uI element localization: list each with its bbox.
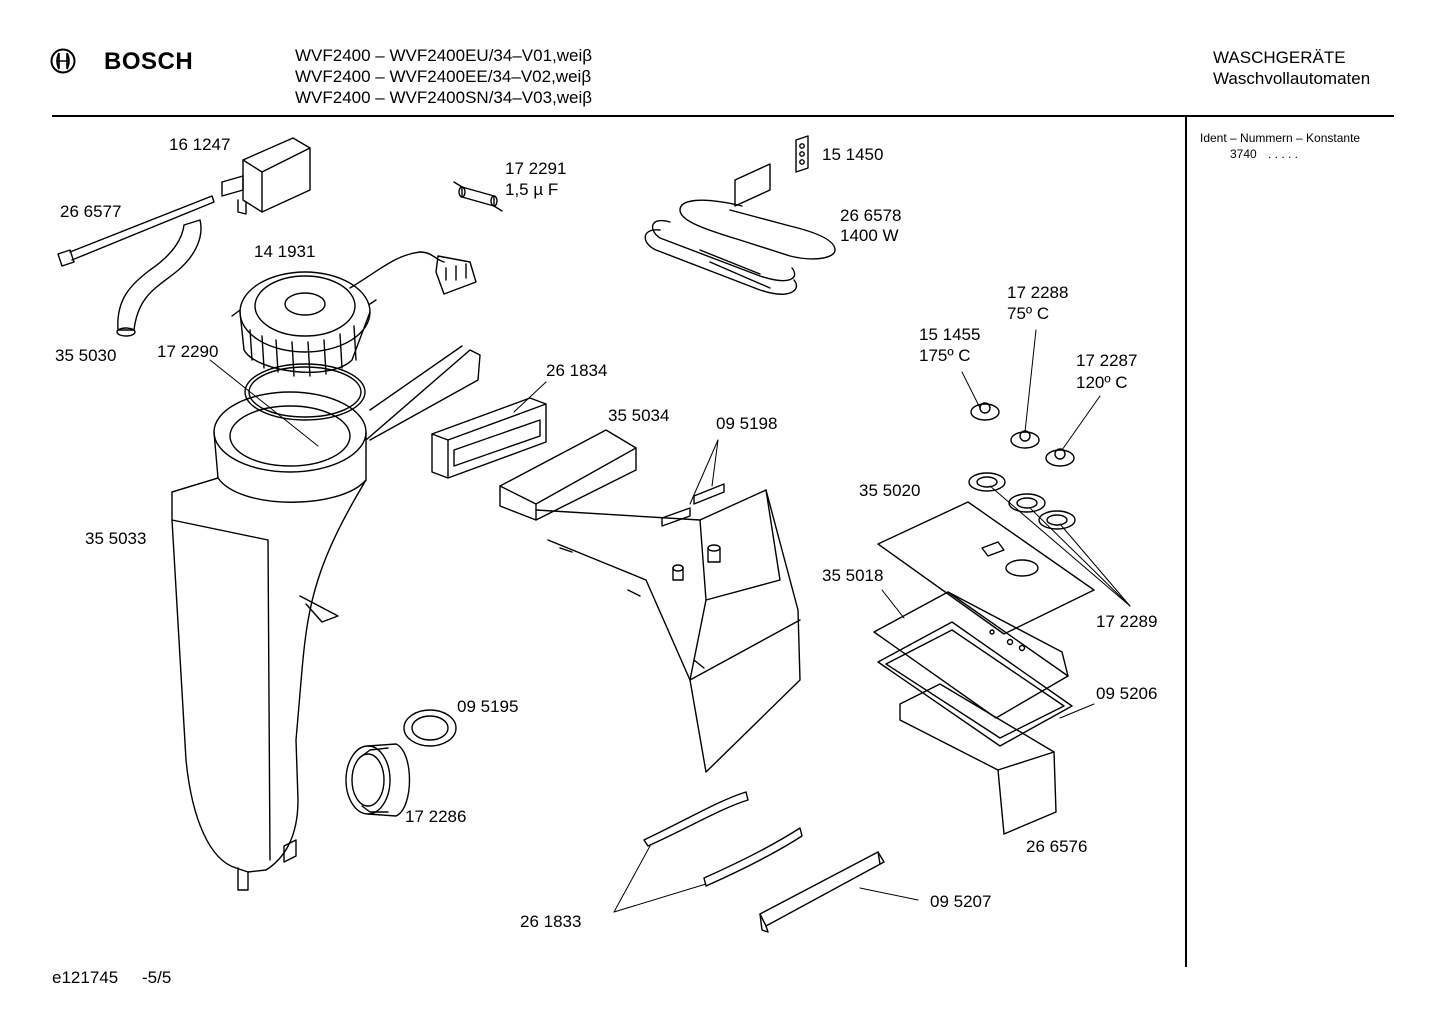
part-095198-clips bbox=[662, 484, 724, 526]
part-label-261833: 26 1833 bbox=[520, 912, 582, 931]
category-title: WASCHGERÄTE bbox=[1213, 48, 1346, 67]
part-355018-tray bbox=[874, 592, 1072, 746]
part-label-172287: 17 2287 bbox=[1076, 351, 1138, 370]
header-rule bbox=[52, 115, 1394, 117]
part-label-266576: 26 6576 bbox=[1026, 837, 1088, 856]
part-label-266578: 26 6578 bbox=[840, 206, 902, 225]
part-095195-seal bbox=[404, 710, 456, 746]
part-label-095195: 09 5195 bbox=[457, 697, 519, 716]
part-172289-gaskets bbox=[969, 473, 1075, 529]
exploded-parts-drawing bbox=[0, 0, 1185, 960]
part-266576-cover bbox=[900, 684, 1056, 834]
part-label-172289: 17 2289 bbox=[1096, 612, 1158, 631]
drawing-id: e121745 bbox=[52, 968, 119, 987]
part-151450-connector bbox=[796, 136, 808, 172]
part-label-261834: 26 1834 bbox=[546, 361, 608, 380]
part-095207-bracket bbox=[760, 852, 884, 932]
part-label-355020: 35 5020 bbox=[859, 481, 921, 500]
part-172286-nozzle bbox=[346, 744, 410, 816]
part-label-161247: 16 1247 bbox=[169, 135, 231, 154]
bosch-logo bbox=[50, 48, 76, 74]
leader-lines bbox=[210, 330, 1130, 912]
bosch-armature-icon bbox=[50, 48, 76, 74]
part-label-266577: 26 6577 bbox=[60, 202, 122, 221]
part-label-355018: 35 5018 bbox=[822, 566, 884, 585]
part-label-172291: 17 2291 bbox=[505, 159, 567, 178]
ident-dots: . . . . . bbox=[1268, 147, 1299, 161]
model-line-2: WVF2400 – WVF2400EE/34–V02,weiβ bbox=[295, 67, 592, 86]
model-line-3: WVF2400 – WVF2400SN/34–V03,weiβ bbox=[295, 88, 593, 107]
part-355030-hose bbox=[117, 220, 201, 336]
part-thermostats bbox=[971, 403, 1074, 466]
part-261834-filter bbox=[432, 398, 546, 478]
part-172290-seal-ring bbox=[245, 364, 365, 420]
part-label-141931: 14 1931 bbox=[254, 242, 316, 261]
ident-value: 3740 bbox=[1230, 147, 1257, 161]
ident-title: Ident – Nummern – Konstante bbox=[1200, 131, 1361, 145]
part-label-095206: 09 5206 bbox=[1096, 684, 1158, 703]
part-spec-172291: 1,5 µ F bbox=[505, 180, 559, 199]
part-261833-springs bbox=[644, 792, 802, 886]
page-indicator: -5/5 bbox=[142, 968, 172, 987]
part-161247-capacitor bbox=[222, 138, 310, 214]
part-spec-151455: 175º C bbox=[919, 346, 971, 365]
sidebar-divider bbox=[1185, 117, 1187, 967]
brand-name: BOSCH bbox=[104, 48, 194, 75]
part-355020-cover-plate bbox=[878, 502, 1094, 634]
category-subtitle: Waschvollautomaten bbox=[1213, 69, 1371, 88]
part-141931-fan-motor bbox=[232, 252, 476, 376]
model-line-1: WVF2400 – WVF2400EU/34–V01,weiβ bbox=[295, 46, 593, 65]
part-label-355033: 35 5033 bbox=[85, 529, 147, 548]
part-label-355030: 35 5030 bbox=[55, 346, 117, 365]
part-label-151450: 15 1450 bbox=[822, 145, 884, 164]
part-label-355034: 35 5034 bbox=[608, 406, 670, 425]
part-label-172288: 17 2288 bbox=[1007, 283, 1069, 302]
part-label-151455: 15 1455 bbox=[919, 325, 981, 344]
part-label-095198: 09 5198 bbox=[716, 414, 778, 433]
part-355033-housing bbox=[172, 346, 480, 890]
part-266578-heater bbox=[645, 164, 835, 294]
part-label-172290: 17 2290 bbox=[157, 342, 219, 361]
part-266577-rod bbox=[58, 196, 214, 266]
part-spec-266578: 1400 W bbox=[840, 226, 899, 245]
part-label-172286: 17 2286 bbox=[405, 807, 467, 826]
part-label-095207: 09 5207 bbox=[930, 892, 992, 911]
part-355034-drawer bbox=[500, 430, 800, 772]
part-spec-172288: 75º C bbox=[1007, 304, 1050, 323]
part-172291-capacitor bbox=[454, 182, 502, 211]
part-spec-172287: 120º C bbox=[1076, 373, 1128, 392]
